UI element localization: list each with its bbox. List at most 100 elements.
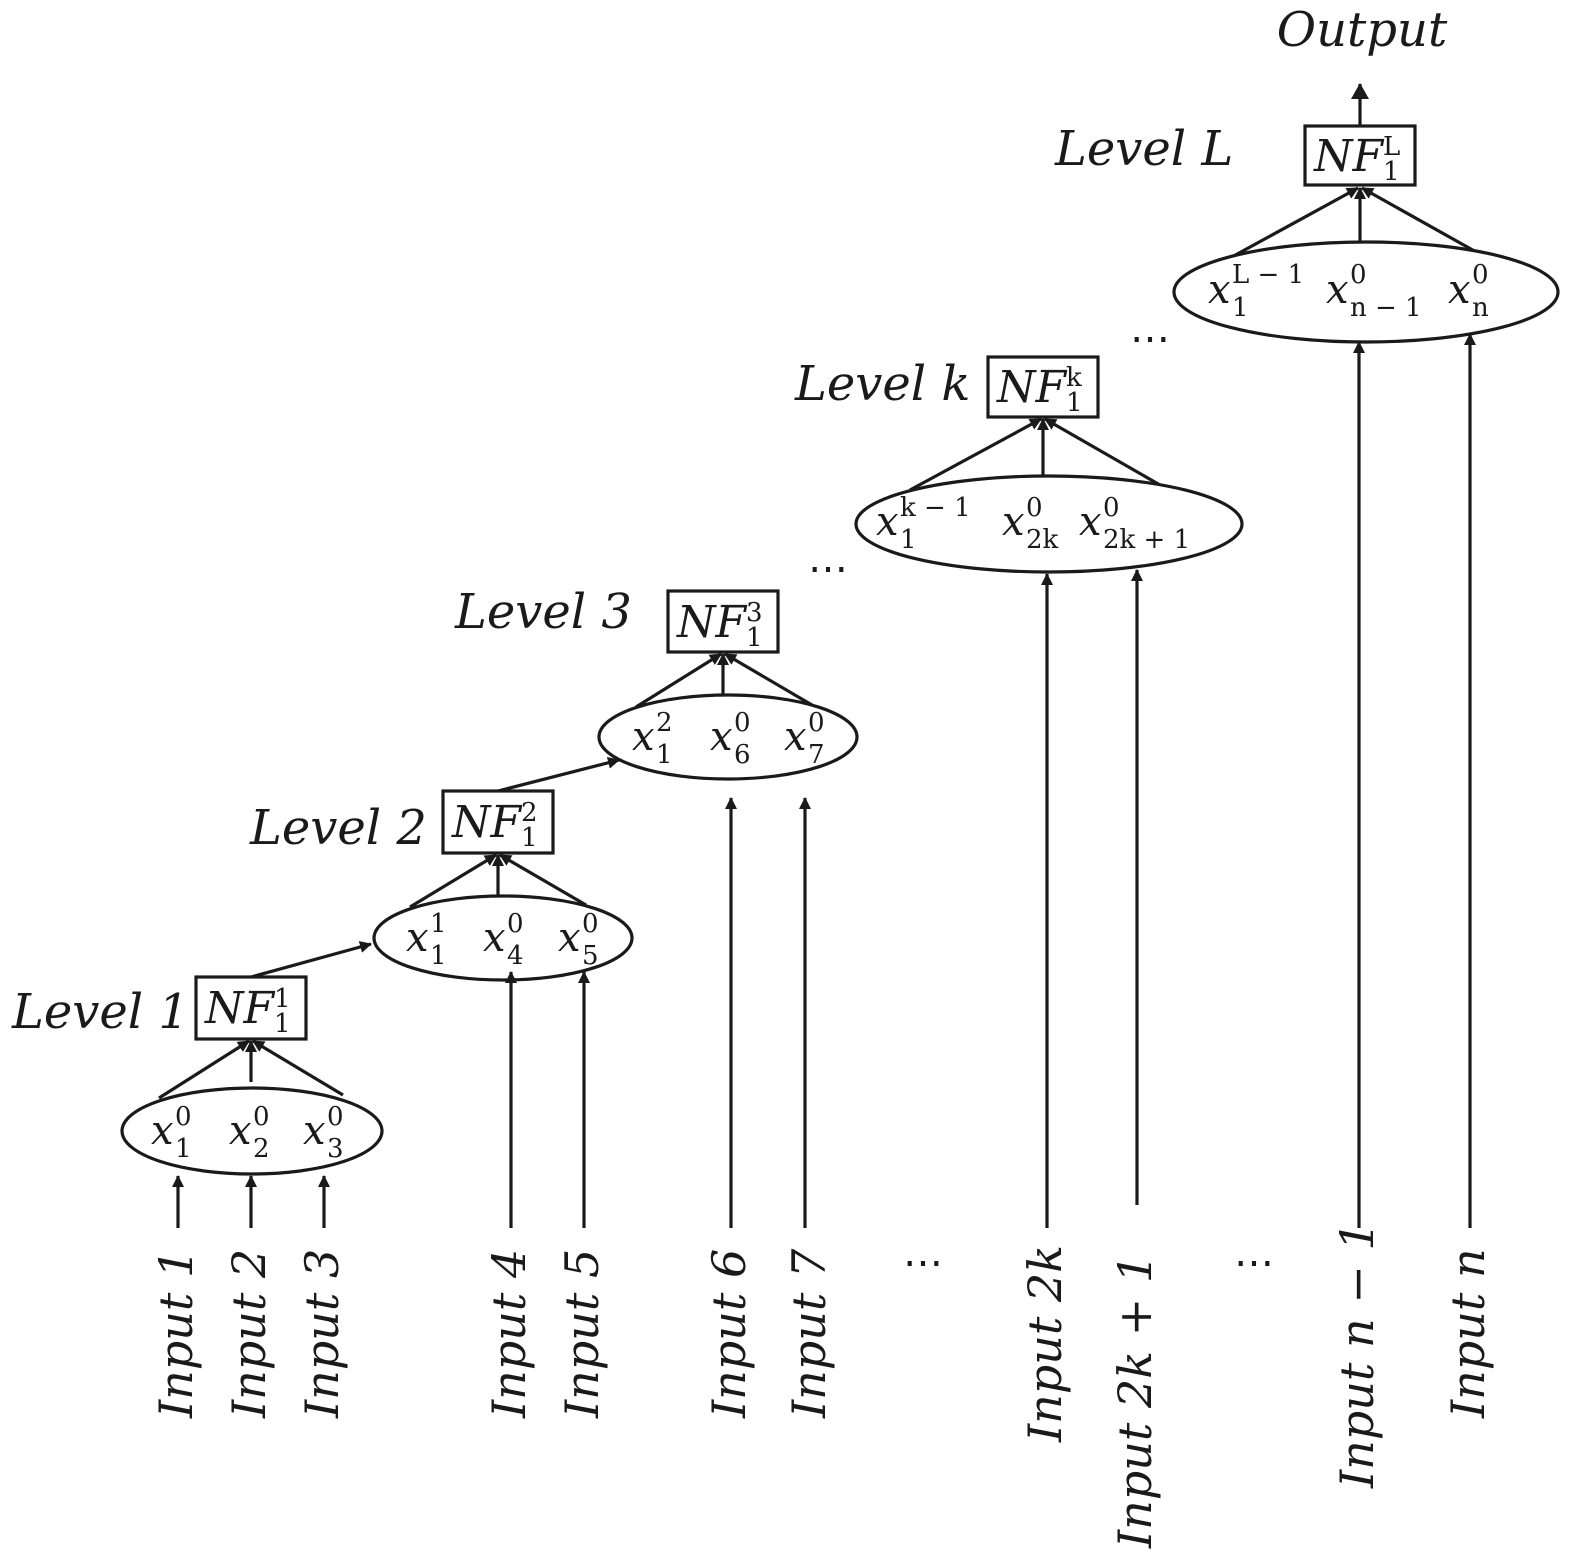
level-2-to-level-3-arrow: [497, 756, 620, 793]
input-4-label: Input 4: [482, 1249, 536, 1419]
level-L-var-2-sup: 0: [1350, 260, 1367, 290]
level-k-edge-left: [909, 417, 1042, 492]
level-L-var-3-base: x: [1448, 267, 1471, 313]
ellipsis-between-level-3-and-k: ⋯: [808, 546, 848, 592]
nf-level-L-base: NF: [1313, 131, 1385, 182]
level-2-input-ellipse: [372, 894, 634, 982]
level-1-var-2-base: x: [229, 1108, 252, 1154]
level-k-var-3-sub: 2k + 1: [1103, 525, 1190, 555]
level-k-var-2-base: x: [1002, 499, 1025, 545]
nf-level-k-sup: k: [1066, 363, 1082, 393]
level-1-var-3-base: x: [303, 1108, 326, 1154]
input-2k-plus-1-label: Input 2k + 1: [1108, 1254, 1162, 1549]
level-k-var-1-base: x: [876, 499, 899, 545]
nf-level-L-box: [1303, 124, 1417, 187]
nf-level-L-sup: L: [1383, 132, 1400, 162]
level-1-edge-right: [252, 1039, 344, 1097]
level-L-label: Level L: [1054, 121, 1233, 177]
level-3-var-2-sup: 0: [734, 708, 751, 738]
level-1-var-2-sup: 0: [253, 1102, 270, 1132]
level-k-var-3-base: x: [1079, 499, 1102, 545]
level-L-edge-right: [1361, 186, 1479, 255]
level-L-edge-left: [1229, 186, 1359, 260]
level-k-label: Level k: [794, 356, 971, 412]
level-L-var-2-base: x: [1326, 267, 1349, 313]
nf-level-L-sub: 1: [1383, 157, 1400, 187]
input-n-label: Input n: [1441, 1248, 1495, 1419]
level-k-edge-right: [1044, 417, 1161, 487]
input-5-label: Input 5: [555, 1249, 609, 1419]
level-k-var-3-sup: 0: [1103, 493, 1120, 523]
nf-level-k-box: [986, 355, 1100, 419]
input-3-label: Input 3: [295, 1249, 349, 1419]
level-2-var-2-sup: 0: [507, 909, 524, 939]
level-2-var-3-sup: 0: [582, 909, 599, 939]
level-L-var-1-sup: L − 1: [1232, 260, 1304, 290]
level-1-input-ellipse: [120, 1086, 384, 1176]
level-2-var-3-base: x: [558, 915, 581, 961]
input-1-label: Input 1: [149, 1249, 203, 1419]
level-1-var-3-sup: 0: [327, 1102, 344, 1132]
level-1-var-1-base: x: [151, 1108, 174, 1154]
level-2-var-3-sub: 5: [582, 941, 599, 971]
level-k-input-ellipse: [854, 474, 1244, 574]
level-2-edge-right: [499, 853, 587, 907]
level-1-edge-left: [158, 1039, 250, 1100]
level-3-edge-left: [635, 652, 722, 709]
level-3-var-3-sup: 0: [808, 708, 825, 738]
level-L-var-3-sup: 0: [1472, 260, 1489, 290]
level-3-input-ellipse: [597, 693, 859, 781]
level-1-to-level-2-arrow: [250, 941, 372, 979]
level-k-var-2-sub: 2k: [1026, 525, 1059, 555]
level-L-var-2-sub: n − 1: [1350, 293, 1422, 323]
level-L-var-3-sub: n: [1472, 293, 1489, 323]
level-3-var-2-base: x: [710, 714, 733, 760]
input-n-minus-1-label: Input n − 1: [1330, 1221, 1384, 1489]
level-L-var-1-base: x: [1208, 267, 1231, 313]
level-2-var-1-sub: 1: [430, 941, 447, 971]
level-3-var-1-sub: 1: [656, 740, 673, 770]
nf-level-3-sub: 1: [746, 623, 763, 653]
level-3-var-2-sub: 6: [734, 740, 751, 770]
level-L-var-1-sub: 1: [1232, 293, 1249, 323]
input-2-label: Input 2: [222, 1249, 276, 1419]
level-3-label: Level 3: [454, 584, 632, 640]
level-1-label: Level 1: [11, 984, 189, 1040]
nf-level-2-sub: 1: [521, 823, 538, 853]
level-3-var-3-base: x: [784, 714, 807, 760]
nf-level-3-base: NF: [676, 597, 748, 648]
level-k-var-2-sup: 0: [1026, 493, 1043, 523]
level-3-var-1-sup: 2: [656, 708, 673, 738]
level-k-var-1-sup: k − 1: [900, 493, 971, 523]
level-3-var-3-sub: 7: [808, 740, 825, 770]
ellipsis-inputs-middle: ⋯: [903, 1240, 943, 1286]
level-1-var-1-sup: 0: [175, 1102, 192, 1132]
level-1-var-1-sub: 1: [175, 1134, 192, 1164]
level-L-input-ellipse: [1172, 240, 1560, 344]
nf-level-1-base: NF: [204, 983, 276, 1034]
input-2k-label: Input 2k: [1018, 1245, 1072, 1443]
level-3-var-1-base: x: [632, 714, 655, 760]
nf-level-k-base: NF: [996, 362, 1068, 413]
nf-level-3-sup: 3: [746, 598, 763, 628]
level-2-var-2-sub: 4: [507, 941, 524, 971]
nf-level-2-sup: 2: [521, 798, 538, 828]
level-3-edge-right: [724, 652, 813, 707]
nf-level-1-sub: 1: [274, 1009, 291, 1039]
input-7-label: Input 7: [782, 1248, 836, 1419]
nf-level-3-box: [666, 589, 780, 654]
nf-level-2-base: NF: [451, 797, 523, 848]
level-k-var-1-sub: 1: [900, 525, 917, 555]
level-2-edge-left: [409, 853, 497, 909]
nf-level-k-sub: 1: [1066, 388, 1083, 418]
output-label: Output: [1277, 2, 1448, 58]
level-1-var-3-sub: 3: [327, 1134, 344, 1164]
input-6-label: Input 6: [702, 1249, 756, 1419]
level-2-var-1-base: x: [406, 915, 429, 961]
nf-level-1-sup: 1: [274, 984, 291, 1014]
level-2-var-1-sup: 1: [430, 909, 447, 939]
ellipsis-inputs-right: ⋯: [1234, 1240, 1274, 1286]
level-2-label: Level 2: [249, 800, 427, 856]
level-1-var-2-sub: 2: [253, 1134, 270, 1164]
